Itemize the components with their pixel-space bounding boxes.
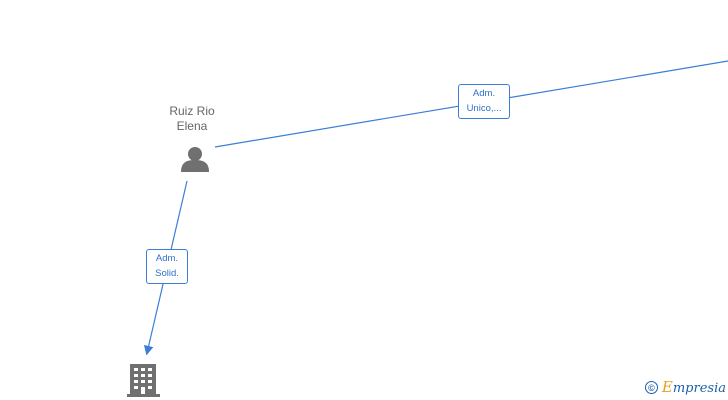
edge-label-adm-unico[interactable]: Adm. Unico,...	[458, 84, 510, 119]
person-icon[interactable]	[181, 147, 209, 172]
edge-label-line1: Adm.	[472, 88, 496, 99]
edge-label-adm-solid[interactable]: Adm. Solid.	[146, 249, 188, 284]
edge-label-line2: Unico,...	[466, 103, 502, 114]
person-name-line2: Elena	[176, 119, 208, 133]
brand-logo: Empresia	[661, 378, 726, 396]
building-icon[interactable]	[127, 364, 160, 397]
copyright-icon: ©	[644, 380, 658, 394]
edge-label-line1: Adm.	[155, 253, 179, 264]
person-name-line1: Ruiz Rio	[169, 104, 215, 118]
empresia-watermark: © Empresia	[644, 378, 726, 396]
edge-label-line2: Solid.	[155, 268, 179, 279]
person-node-label[interactable]: Ruiz Rio Elena	[152, 104, 232, 134]
